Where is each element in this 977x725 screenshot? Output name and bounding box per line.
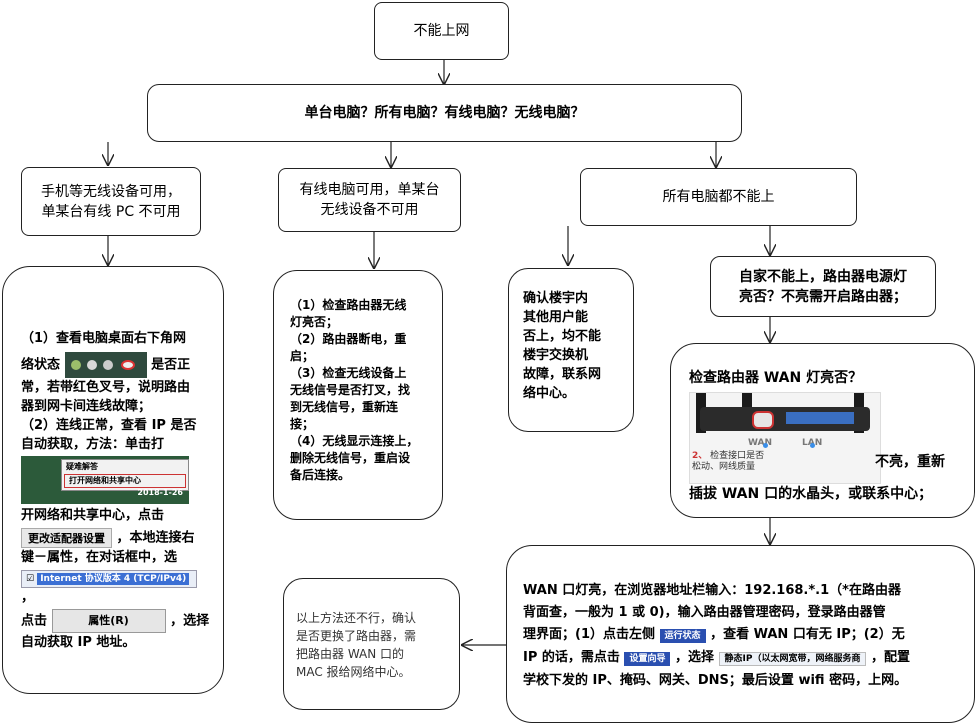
building-line-6: 络中心。 — [523, 386, 576, 401]
mid-line-5: （3）检查无线设备上 — [290, 366, 407, 380]
left-p2h: ，选择 — [170, 613, 210, 629]
left-p2c: 开网络和共享中心，点击 — [21, 508, 165, 523]
status-tag: 运行状态 — [659, 629, 706, 643]
wan-on-line-4b: ，选择 — [674, 650, 714, 665]
mid-line-2: 灯亮否； — [290, 315, 339, 329]
left-p1c: 是否正 — [151, 357, 191, 373]
context-menu-list: 疑难解答 打开网络和共享中心 — [61, 459, 189, 491]
wan-check-text-b: 插拔 WAN 口的水晶头，或联系中心； — [689, 486, 933, 502]
building-line-5: 故障，联系网 — [523, 367, 602, 382]
left-p1e: 器到网卡间连线故障； — [21, 399, 152, 414]
mid-line-9: （4）无线显示连接上， — [290, 434, 419, 448]
wan-on-line-2: 背面查，一般为 1 或 0)，输入路由器管理密码，登录路由器管 — [523, 605, 886, 620]
root-label: 不能上网 — [413, 23, 470, 39]
left-p2i: 自动获取 IP 地址。 — [21, 635, 136, 650]
mid-line-10: 删除无线信号，重启设 — [290, 451, 411, 465]
menu-item-troubleshoot: 疑难解答 — [66, 462, 98, 471]
setup-wizard-tag: 设置向导 — [624, 652, 671, 666]
building-line-1: 确认楼宇内 — [523, 291, 589, 306]
left-detail-box: （1）查看电脑桌面右下角网 络状态 是否正 常，若带红色叉号，说明路由 器到网卡… — [2, 266, 224, 694]
wan-check-text-a: 不亮，重新 — [875, 454, 945, 470]
branch-left-line1: 手机等无线设备可用， — [41, 183, 181, 200]
wan-on-line-4c: ，配置 — [871, 650, 911, 665]
left-p2e: 键－属性，在对话框中，选 — [21, 550, 178, 565]
branch-left-line2: 单某台有线 PC 不可用 — [41, 203, 181, 220]
left-p1b: 络状态 — [21, 357, 61, 373]
power-line-1: 自家不能上，路由器电源灯 — [739, 268, 907, 285]
question-node: 单台电脑？所有电脑？有线电脑？无线电脑？ — [147, 84, 742, 142]
mid-line-11: 备后连接。 — [290, 468, 351, 482]
left-p2d: ，本地连接右 — [116, 530, 195, 546]
ipv4-label: Internet 协议版本 4 (TCP/IPv4) — [37, 572, 190, 585]
branch-right-label: 所有电脑都不能上 — [662, 189, 775, 205]
caption-line-1: 检查接口是否 — [710, 451, 765, 461]
question-label: 单台电脑？所有电脑？有线电脑？无线电脑？ — [304, 105, 585, 121]
caption-line-2: 松动、网线质量 — [692, 462, 756, 472]
wan-on-line-5: 学校下发的 IP、掩码、网关、DNS；最后设置 wifi 密码，上网。 — [523, 673, 908, 688]
wan-on-line-1: WAN 口灯亮，在浏览器地址栏输入：192.168.*.1（*在路由器 — [523, 583, 901, 598]
mid-line-8: 接； — [290, 417, 315, 431]
mid-line-1: （1）检查路由器无线 — [290, 298, 407, 312]
branch-all-down: 所有电脑都不能上 — [580, 168, 857, 226]
branch-wired-ok: 有线电脑可用，单某台 无线设备不可用 — [278, 168, 461, 232]
router-rear-photo: WAN LAN 2、 检查接口是否 松动、网线质量 — [689, 392, 881, 484]
wan-on-config-box: WAN 口灯亮，在浏览器地址栏输入：192.168.*.1（*在路由器 背面查，… — [506, 545, 975, 723]
wan-check-title: 检查路由器 WAN 灯亮否？ — [689, 370, 863, 386]
root-node: 不能上网 — [374, 2, 509, 60]
menu-item-open-network-center: 打开网络和共享中心 — [64, 474, 186, 488]
ipv4-protocol-item: ☑ Internet 协议版本 4 (TCP/IPv4) — [21, 569, 197, 588]
wan-light-check: 检查路由器 WAN 灯亮否？ WAN LAN 2、 检查接口是否 松动、网线质量… — [670, 343, 975, 518]
wan-on-line-3a: 理界面；(1）点击左侧 — [523, 627, 655, 642]
network-context-menu: 疑难解答 打开网络和共享中心 2018-1-26 — [21, 456, 189, 504]
properties-button: 属性(R) — [51, 609, 166, 633]
left-p2f: ， — [21, 590, 35, 605]
left-p2a: （2）连线正常，查看 IP 是否 — [21, 418, 197, 433]
left-p2b: 自动获取，方法：单击打 — [21, 437, 165, 452]
left-p1d: 常，若带红色叉号，说明路由 — [21, 380, 191, 395]
building-check-box: 确认楼宇内 其他用户能 否上，均不能 楼宇交换机 故障，联系网 络中心。 — [508, 268, 634, 432]
mid-line-3: （2）路由器断电，重 — [290, 332, 407, 346]
left-p1a: （1）查看电脑桌面右下角网 — [21, 331, 187, 346]
caption-number: 2、 — [692, 451, 708, 461]
power-line-2: 亮否？不亮需开启路由器； — [739, 288, 907, 305]
final-note-box: 以上方法还不行，确认 是否更换了路由器，需 把路由器 WAN 口的 MAC 报给… — [283, 578, 460, 710]
branch-mid-line1: 有线电脑可用，单某台 — [299, 182, 440, 198]
building-line-2: 其他用户能 — [523, 310, 589, 325]
final-line-1: 以上方法还不行，确认 — [296, 611, 417, 625]
mid-line-4: 启； — [290, 349, 315, 363]
power-light-check: 自家不能上，路由器电源灯 亮否？不亮需开启路由器； — [710, 256, 936, 317]
wan-port-label: WAN — [748, 438, 773, 448]
building-line-3: 否上，均不能 — [523, 329, 602, 344]
left-p2g: 点击 — [21, 613, 48, 629]
wan-on-line-3b: ，查看 WAN 口有无 IP；(2）无 — [710, 627, 905, 642]
static-ip-option: 静态IP（以太网宽带，网络服务商 — [718, 652, 867, 666]
final-line-4: MAC 报给网络中心。 — [296, 665, 411, 679]
wan-on-line-4a: IP 的话，需点击 — [523, 650, 620, 665]
final-line-2: 是否更换了路由器，需 — [296, 629, 417, 643]
final-line-3: 把路由器 WAN 口的 — [296, 647, 405, 661]
mid-detail-box: （1）检查路由器无线 灯亮否； （2）路由器断电，重 启； （3）检查无线设备上… — [273, 270, 443, 520]
checkbox-icon: ☑ — [26, 573, 38, 584]
building-line-4: 楼宇交换机 — [523, 348, 589, 363]
mid-line-7: 到无线信号，重新连 — [290, 400, 399, 414]
change-adapter-settings-button: 更改适配器设置 — [21, 528, 112, 548]
mid-line-6: 无线信号是否打叉，找 — [290, 383, 411, 397]
branch-mid-line2: 无线设备不可用 — [320, 202, 419, 218]
network-tray-icons — [64, 352, 147, 378]
branch-wireless-ok: 手机等无线设备可用， 单某台有线 PC 不可用 — [21, 167, 201, 236]
tray-date: 2018-1-26 — [137, 488, 183, 497]
